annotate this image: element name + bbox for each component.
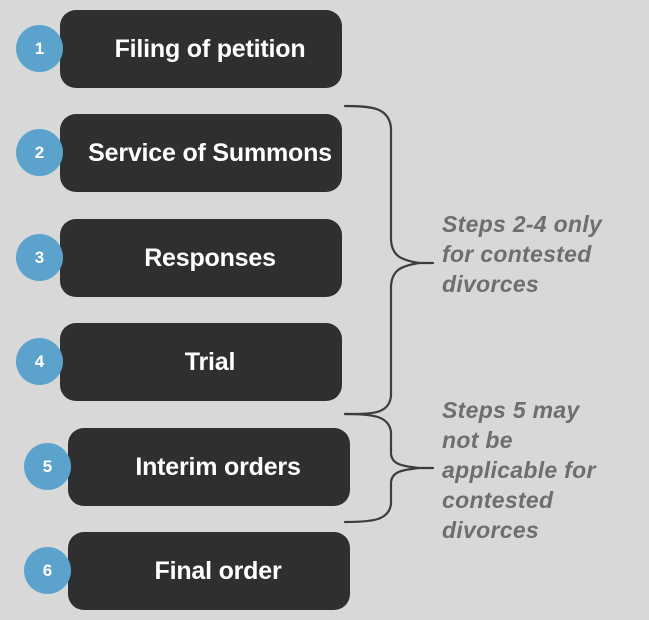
step-number-3: 3	[34, 248, 45, 267]
step-badge-2[interactable]: 2	[16, 129, 63, 176]
step-box-1[interactable]: Filing of petition	[60, 10, 342, 88]
step-label-4: Trial	[184, 347, 236, 376]
step-label-1: Filing of petition	[114, 34, 306, 63]
step-box-6[interactable]: Final order	[68, 532, 350, 610]
step-number-6: 6	[42, 561, 53, 580]
step-label-2: Service of Summons	[88, 138, 332, 167]
step-number-2: 2	[34, 143, 45, 162]
step-box-3[interactable]: Responses	[60, 219, 342, 297]
step-number-5: 5	[42, 457, 53, 476]
step-badge-4[interactable]: 4	[16, 338, 63, 385]
step-badge-5[interactable]: 5	[24, 443, 71, 490]
step-number-4: 4	[34, 352, 45, 371]
brace-step-5	[343, 410, 435, 526]
step-box-2[interactable]: Service of Summons	[60, 114, 342, 192]
note-steps-2-4: Steps 2-4 only for contested divorces	[442, 211, 603, 297]
brace-steps-2-4	[343, 100, 435, 418]
step-badge-6[interactable]: 6	[24, 547, 71, 594]
step-label-3: Responses	[144, 243, 276, 272]
step-badge-1[interactable]: 1	[16, 25, 63, 72]
step-box-4[interactable]: Trial	[60, 323, 342, 401]
step-label-6: Final order	[154, 556, 282, 585]
step-number-1: 1	[34, 39, 45, 58]
step-label-5: Interim orders	[135, 452, 301, 481]
note-step-5: Steps 5 may not be applicable for contes…	[442, 397, 596, 543]
step-badge-3[interactable]: 3	[16, 234, 63, 281]
step-box-5[interactable]: Interim orders	[68, 428, 350, 506]
